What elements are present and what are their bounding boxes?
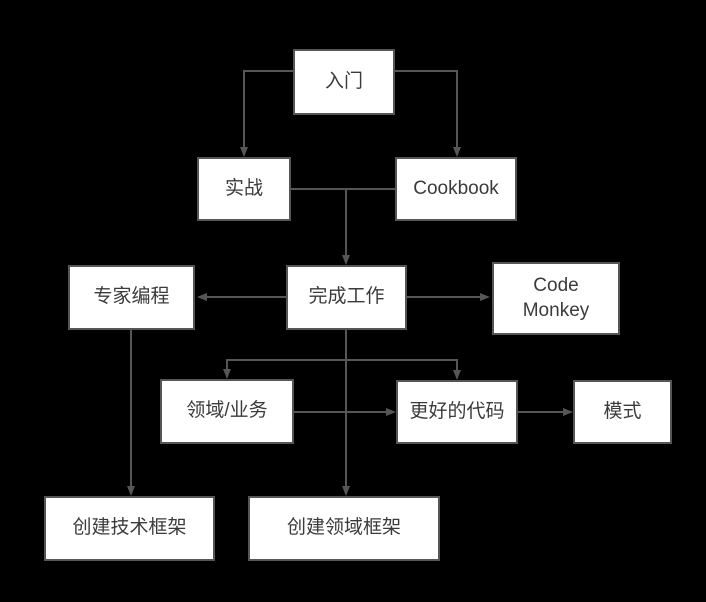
node-getting-started: 入门 bbox=[293, 49, 395, 115]
node-domain-business: 领域/业务 bbox=[160, 379, 294, 444]
connector-getting-started-to-practice bbox=[240, 70, 293, 157]
node-practice: 实战 bbox=[197, 157, 291, 221]
node-cookbook: Cookbook bbox=[395, 157, 517, 221]
node-expert-programming: 专家编程 bbox=[68, 265, 195, 330]
node-better-code: 更好的代码 bbox=[396, 380, 518, 444]
node-code-monkey: Code Monkey bbox=[492, 262, 620, 335]
connector-get-work-done-to-domain-business bbox=[223, 359, 346, 379]
node-create-domain-framework: 创建领域框架 bbox=[248, 496, 440, 561]
node-get-work-done: 完成工作 bbox=[286, 265, 407, 330]
connector-get-work-done-to-better-code bbox=[346, 359, 461, 380]
connector-getting-started-to-cookbook bbox=[395, 70, 461, 157]
node-patterns: 模式 bbox=[573, 380, 672, 444]
node-create-tech-framework: 创建技术框架 bbox=[44, 496, 215, 561]
